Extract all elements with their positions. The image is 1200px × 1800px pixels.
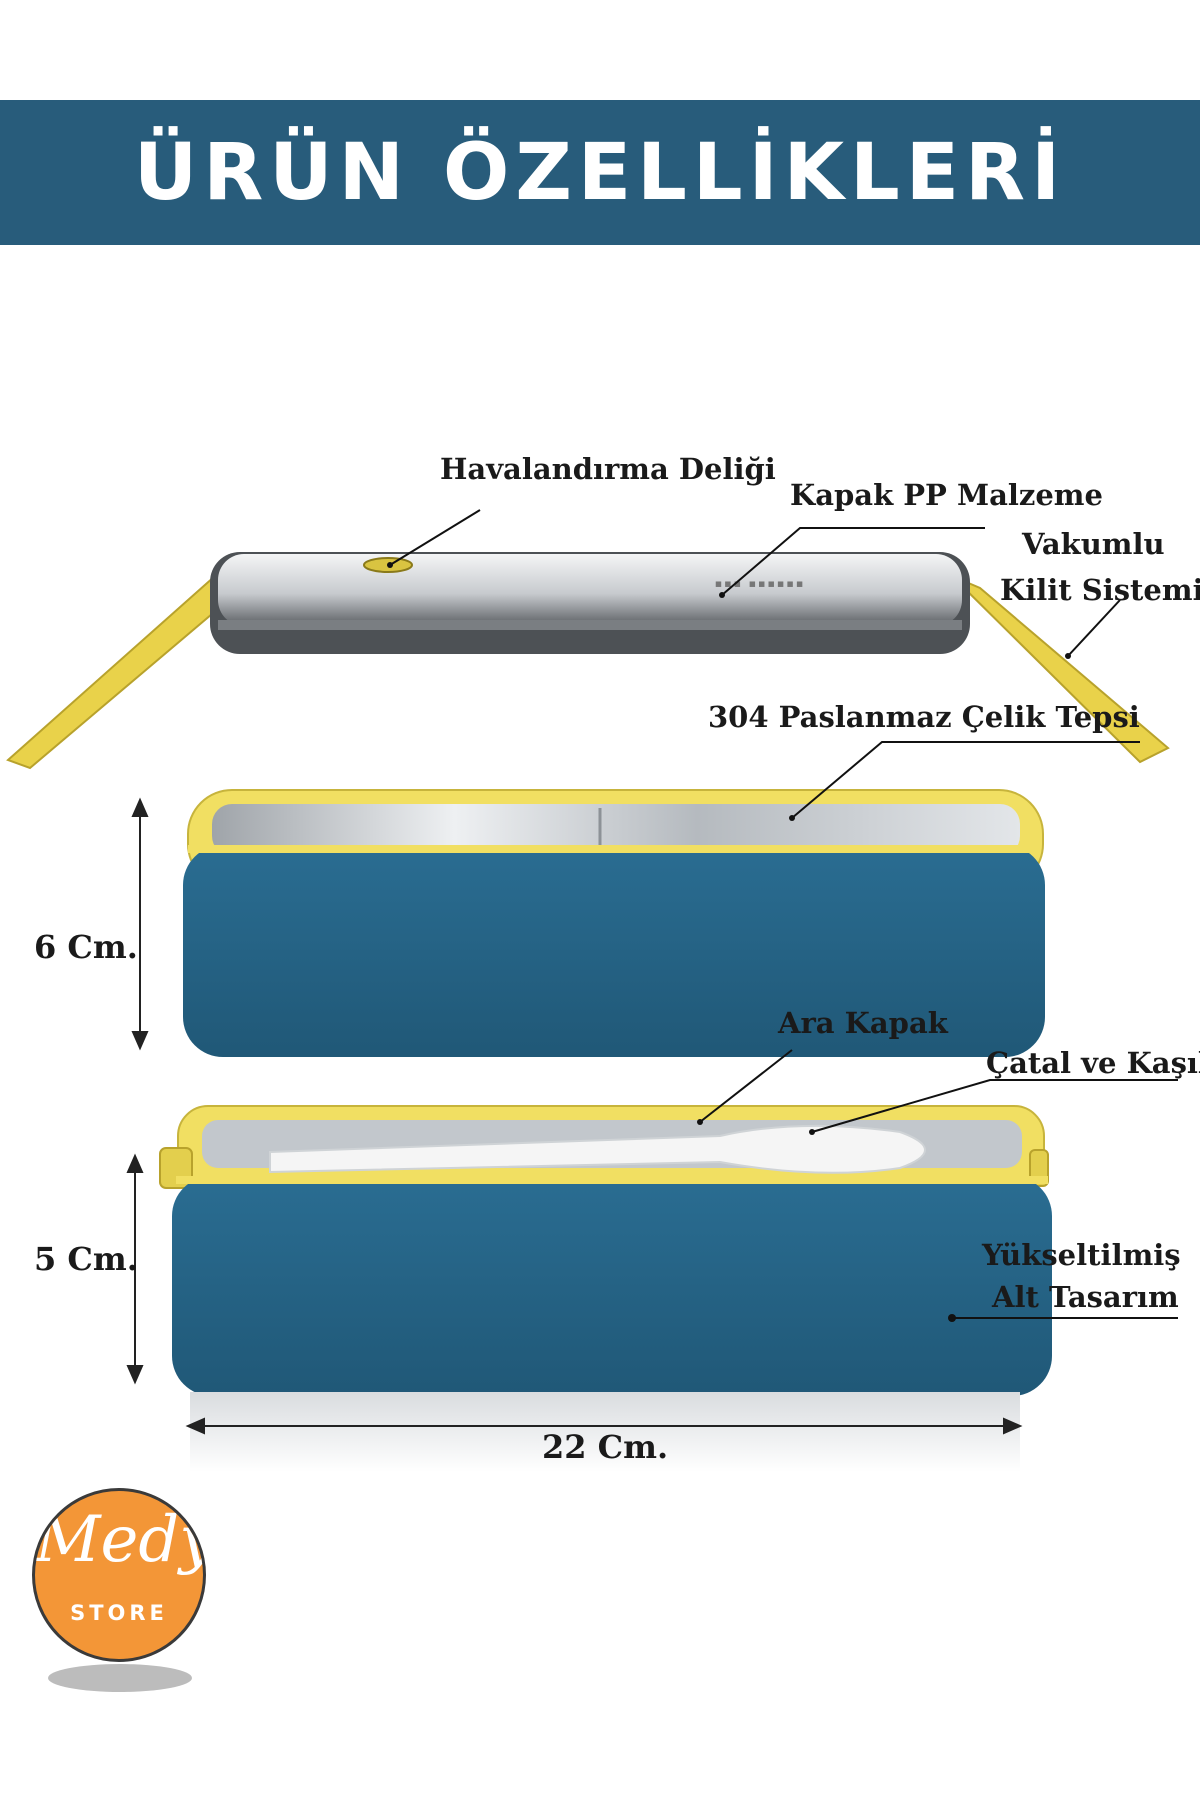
- vent-hole-label: Havalandırma Deliği: [440, 452, 776, 486]
- steel-tray-label: 304 Paslanmaz Çelik Tepsi: [708, 700, 1140, 734]
- raised-bottom-label-line1: Yükseltilmiş: [982, 1238, 1181, 1272]
- upper-height-label: 6 Cm.: [34, 928, 138, 966]
- leader-lines: [389, 509, 1178, 1319]
- medy-store-logo: Medy STORE: [32, 1488, 206, 1662]
- raised-base: [190, 1392, 1020, 1472]
- vacuum-lock-label-line2: Kilit Sistemi: [1000, 573, 1200, 607]
- lid-material-label: Kapak PP Malzeme: [790, 478, 1103, 512]
- logo-store-text: STORE: [70, 1601, 168, 1625]
- logo-script-text: Medy: [35, 1503, 206, 1577]
- left-lock-clip: [6, 574, 240, 770]
- lower-box: [159, 1105, 1052, 1472]
- raised-bottom-label-line2: Alt Tasarım: [992, 1280, 1179, 1314]
- title-banner: [0, 100, 1200, 245]
- svg-text:▪▪▪ ▪▪▪▪▪▪: ▪▪▪ ▪▪▪▪▪▪: [715, 577, 806, 590]
- width-label: 22 Cm.: [542, 1428, 669, 1466]
- lid: ▪▪▪ ▪▪▪▪▪▪: [6, 552, 1170, 770]
- right-lock-clip: [951, 575, 1170, 764]
- leader-dots: [387, 562, 1071, 1322]
- dimension-arrows: [126, 797, 1023, 1435]
- spoon: [269, 1124, 926, 1174]
- page-title: ÜRÜN ÖZELLİKLERİ: [133, 127, 1067, 218]
- lower-height-label: 5 Cm.: [34, 1240, 138, 1278]
- fork-spoon-label: Çatal ve Kaşık: [986, 1046, 1200, 1080]
- upper-box: [183, 789, 1045, 1057]
- vacuum-lock-label-line1: Vakumlu: [1022, 527, 1165, 561]
- middle-lid-label: Ara Kapak: [778, 1006, 948, 1040]
